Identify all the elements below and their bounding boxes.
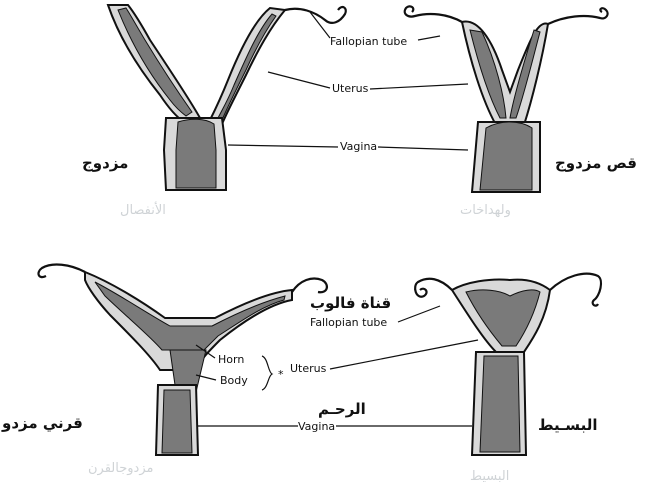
- label-uterus-arabic: الرحـم: [318, 400, 366, 418]
- label-uterus-bottom: Uterus: [290, 362, 327, 375]
- faint-caption-bottom-left: مزدوجالقرن: [88, 461, 153, 476]
- label-top-left-arabic: مزدوج: [82, 154, 128, 172]
- faint-caption-top-right: ولهداخات: [460, 203, 511, 218]
- label-fallopian-tube-top: Fallopian tube: [330, 35, 407, 48]
- svg-text:*: *: [278, 368, 284, 381]
- label-bottom-left-arabic: قرني مزدو: [1, 414, 83, 432]
- top-center-labels: Fallopian tube Uterus Vagina: [310, 12, 468, 153]
- top-left-uterus-figure: [108, 5, 346, 190]
- label-bottom-right-arabic: البسـيط: [538, 416, 597, 434]
- faint-caption-bottom-right: البسيط: [470, 469, 509, 484]
- label-fallopian-tube-bottom: Fallopian tube: [310, 316, 387, 329]
- label-uterus-top: Uterus: [332, 82, 369, 95]
- label-top-right-arabic: قص مزدوج: [555, 154, 637, 172]
- bottom-left-labels: Horn Body * قرني مزدو مزدوجالقرن: [1, 345, 284, 476]
- label-vagina-top: Vagina: [340, 140, 377, 153]
- label-horn: Horn: [218, 353, 244, 366]
- label-fallopian-tube-arabic: قناة فالوب: [310, 294, 391, 312]
- faint-caption-top-left: الأنفصال: [120, 201, 166, 218]
- label-body: Body: [220, 374, 248, 387]
- label-vagina-bottom: Vagina: [298, 420, 335, 433]
